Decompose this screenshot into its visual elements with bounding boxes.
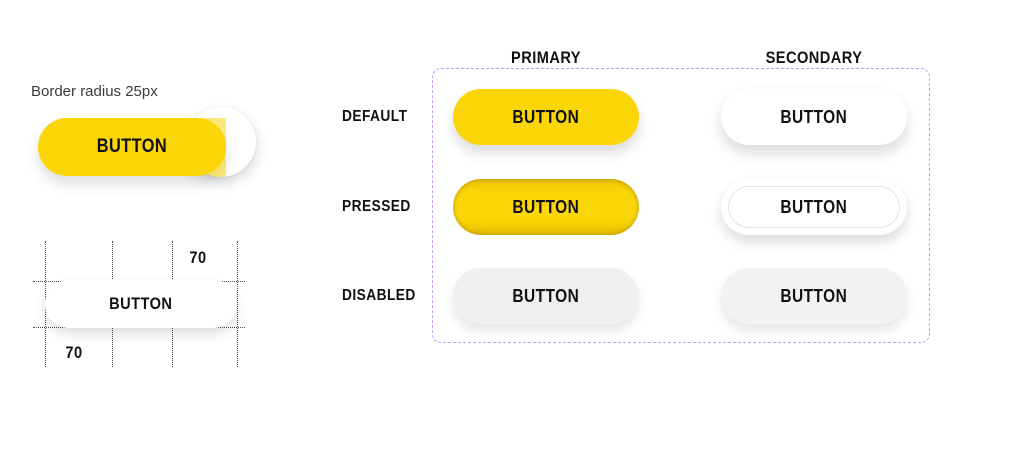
primary-disabled-button: BUTTON	[453, 268, 639, 324]
border-radius-note: Border radius 25px	[31, 83, 158, 100]
secondary-pressed-button-label: BUTTON	[780, 196, 848, 217]
grid-vertical-line	[237, 241, 238, 367]
primary-pressed-button-label: BUTTON	[512, 196, 580, 217]
dimension-label-bottom: 70	[65, 343, 83, 362]
row-header-default: DEFAULT	[342, 108, 408, 125]
measurement-grid: BUTTON 70 70	[0, 0, 300, 367]
secondary-disabled-button: BUTTON	[721, 268, 907, 324]
primary-pressed-button[interactable]: BUTTON	[453, 179, 639, 235]
primary-default-button[interactable]: BUTTON	[453, 89, 639, 145]
column-header-primary: PRIMARY	[511, 48, 581, 67]
primary-default-button-label: BUTTON	[512, 106, 580, 127]
dimension-label-top: 70	[189, 248, 207, 267]
column-header-secondary: SECONDARY	[765, 48, 863, 67]
secondary-disabled-button-label: BUTTON	[780, 285, 848, 306]
row-header-pressed: PRESSED	[342, 198, 411, 215]
demo-primary-button-label: BUTTON	[96, 136, 168, 157]
grid-outline-button[interactable]: BUTTON	[45, 280, 237, 328]
matrix-frame	[432, 68, 930, 343]
secondary-pressed-button[interactable]: BUTTON	[721, 179, 907, 235]
secondary-default-button[interactable]: BUTTON	[721, 89, 907, 145]
primary-disabled-button-label: BUTTON	[512, 285, 580, 306]
secondary-default-button-label: BUTTON	[780, 106, 848, 127]
grid-outline-button-label: BUTTON	[109, 294, 173, 313]
row-header-disabled: DISABLED	[342, 287, 416, 304]
